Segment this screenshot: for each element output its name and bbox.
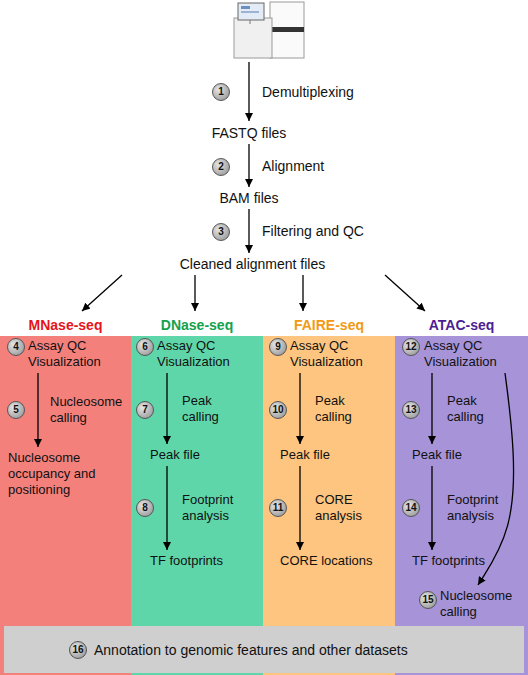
result-text: Peak file bbox=[280, 447, 380, 463]
flow-arrow bbox=[248, 144, 249, 187]
sequencer-base bbox=[234, 18, 272, 58]
step-text: Assay QC Visualization bbox=[290, 338, 390, 370]
step-text: Assay QC Visualization bbox=[28, 338, 126, 370]
node-text: Assay QC Visualization bbox=[157, 338, 257, 370]
callout-number: 4 bbox=[7, 338, 25, 356]
step-label: CORE analysis bbox=[315, 492, 375, 524]
flow-arrow bbox=[248, 209, 249, 253]
callout-number: 5 bbox=[7, 401, 25, 419]
screen-stand bbox=[250, 20, 251, 24]
node-text: TF footprints bbox=[150, 553, 250, 569]
panel-fill bbox=[0, 336, 131, 675]
callout-number: 12 bbox=[402, 338, 420, 356]
result-text: Peak file bbox=[412, 447, 512, 463]
data-stage: BAM files bbox=[189, 190, 309, 206]
result-text: Nucleosome calling bbox=[440, 588, 520, 620]
callout-number: 9 bbox=[269, 338, 287, 356]
node-text: Annotation to genomic features and other… bbox=[94, 642, 408, 658]
result-text: TF footprints bbox=[412, 553, 512, 569]
assay-heading: ATAC-seq bbox=[395, 314, 528, 336]
callout-number: 1 bbox=[212, 83, 230, 101]
node-text: Assay QC Visualization bbox=[290, 338, 390, 370]
callout-number: 6 bbox=[136, 338, 154, 356]
screen-detail bbox=[241, 11, 259, 13]
node-text: Peak file bbox=[150, 447, 250, 463]
flow-arrow bbox=[82, 275, 122, 311]
node-text: BAM files bbox=[189, 190, 309, 206]
result-text: Peak file bbox=[150, 447, 250, 463]
step-label: Peak calling bbox=[447, 393, 507, 425]
sequencer-screen bbox=[238, 3, 264, 20]
callout-number: 13 bbox=[402, 401, 420, 419]
callout-number: 10 bbox=[269, 401, 287, 419]
callout-number: 8 bbox=[136, 499, 154, 517]
flow-arrow bbox=[248, 62, 249, 121]
callout-number: 3 bbox=[212, 223, 230, 241]
node-text: Cleaned alignment files bbox=[110, 256, 395, 272]
node-text: Nucleosome occupancy and positioning bbox=[8, 450, 123, 498]
flow-arrow bbox=[302, 275, 303, 311]
node-text: Assay QC Visualization bbox=[28, 338, 126, 370]
callout-number: 2 bbox=[212, 158, 230, 176]
result-text: Nucleosome occupancy and positioning bbox=[8, 450, 123, 498]
assay-heading: DNase-seq bbox=[131, 314, 263, 336]
callout-number: 7 bbox=[136, 401, 154, 419]
screen-detail bbox=[241, 6, 250, 9]
node-text: TF footprints bbox=[412, 553, 512, 569]
node-text: CORE locations bbox=[280, 553, 380, 569]
sequencer-band bbox=[270, 27, 304, 32]
node-text: Peak file bbox=[280, 447, 380, 463]
step-label: Peak calling bbox=[182, 393, 242, 425]
step-label: Footprint analysis bbox=[182, 492, 242, 524]
node-text: FASTQ files bbox=[189, 125, 309, 141]
callout-number: 16 bbox=[69, 641, 87, 659]
data-stage: FASTQ files bbox=[189, 125, 309, 141]
callout-number: 14 bbox=[402, 499, 420, 517]
step-label: Footprint analysis bbox=[447, 492, 507, 524]
callout-number: 15 bbox=[419, 591, 437, 609]
step-label: Demultiplexing bbox=[262, 84, 354, 100]
callout-number: 11 bbox=[269, 499, 287, 517]
sequencer-body bbox=[270, 2, 304, 58]
assay-heading: FAIRE-seq bbox=[263, 314, 395, 336]
result-text: TF footprints bbox=[150, 553, 250, 569]
result-text: CORE locations bbox=[280, 553, 380, 569]
node-text: Peak file bbox=[412, 447, 512, 463]
step-label: Peak calling bbox=[315, 393, 375, 425]
data-stage: Cleaned alignment files bbox=[110, 256, 395, 272]
assay-panel: MNase-seqAssay QC VisualizationNucleosom… bbox=[0, 314, 131, 675]
node-text: Nucleosome calling bbox=[440, 588, 520, 620]
flow-arrow bbox=[385, 275, 425, 311]
step-label: Filtering and QC bbox=[262, 223, 412, 239]
assay-heading: MNase-seq bbox=[0, 314, 131, 336]
step-label: Nucleosome calling bbox=[50, 394, 128, 426]
step-text: Assay QC Visualization bbox=[157, 338, 257, 370]
flow-arrow bbox=[194, 275, 195, 311]
node-text: Assay QC Visualization bbox=[424, 338, 522, 370]
step-label: Alignment bbox=[262, 158, 412, 174]
sequencer-illustration bbox=[234, 2, 304, 58]
step-text: Assay QC Visualization bbox=[424, 338, 522, 370]
